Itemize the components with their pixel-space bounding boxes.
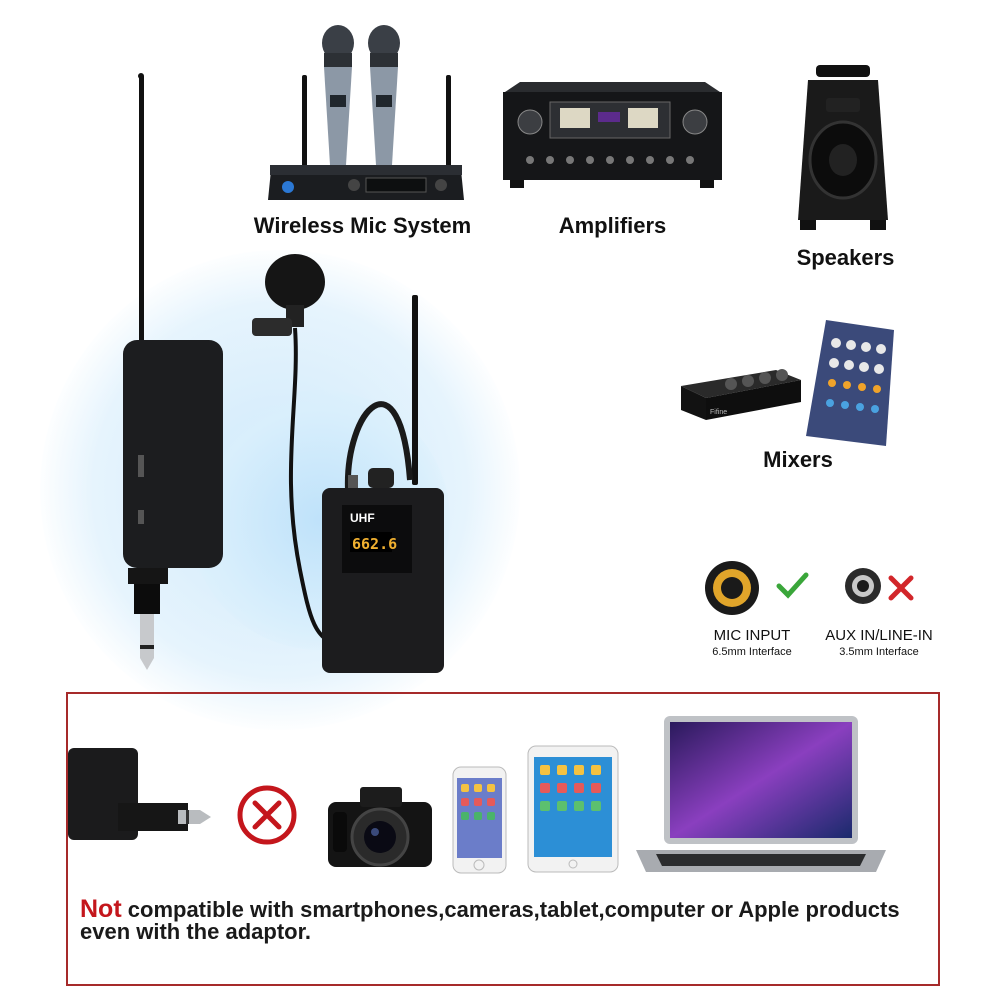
receiver-plug-closeup-image (68, 748, 211, 840)
amplifier-image (503, 82, 722, 188)
mixer-brand-text: Fifine (710, 409, 727, 416)
smartphone-image (452, 766, 507, 874)
mixers-image: Fifine (681, 320, 894, 446)
camera-image (328, 787, 432, 867)
check-icon (776, 572, 809, 599)
receiver-image (123, 73, 223, 670)
speaker-image (798, 65, 888, 230)
aux-in-jack-icon (845, 568, 881, 604)
warning-text: compatible with smartphones,cameras,tabl… (80, 897, 900, 944)
transmitter-image: UHF 662.6 (322, 295, 444, 673)
warning-prefix: Not (80, 895, 122, 923)
transmitter-display-text: 662.6 (352, 535, 397, 553)
tablet-image (527, 745, 619, 873)
amplifiers-label: Amplifiers (558, 213, 667, 238)
aux-in-subtitle: 3.5mm Interface (839, 646, 919, 658)
laptop-image (636, 716, 886, 872)
compatibility-panel (66, 692, 940, 986)
aux-in-title: AUX IN/LINE-IN (825, 627, 933, 644)
not-allowed-icon (237, 785, 297, 845)
wireless-mic-system-image (268, 25, 464, 200)
cross-icon (888, 575, 914, 601)
transmitter-brand-text: UHF (350, 511, 375, 525)
speakers-label: Speakers (796, 245, 895, 270)
mic-input-jack-icon (705, 561, 759, 615)
mic-input-subtitle: 6.5mm Interface (712, 646, 792, 658)
wireless-mic-system-label: Wireless Mic System (253, 213, 472, 238)
lavalier-mic-image (252, 254, 341, 647)
compatibility-warning: Not compatible with smartphones,cameras,… (80, 895, 930, 944)
mic-input-title: MIC INPUT (713, 627, 791, 644)
mixers-label: Mixers (763, 447, 833, 472)
